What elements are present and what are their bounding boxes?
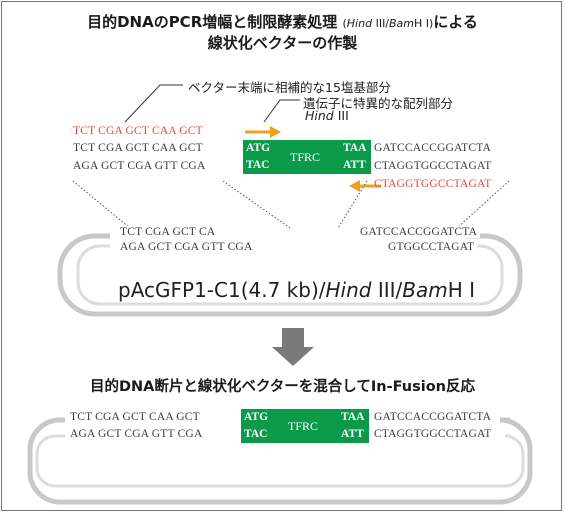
specific-leader-line: [263, 99, 300, 123]
result-stop-codon-bottom: ATT: [341, 428, 364, 440]
down-arrow: [272, 328, 314, 366]
linear-vector-loop: [57, 233, 523, 317]
vector-top-left-seq: TCT CGA GCT CA: [117, 226, 219, 238]
hind-iii-label: Hind III: [305, 108, 349, 123]
gene-specific-label: 遺伝子に特異的な配列部分: [303, 96, 454, 111]
tfrc-gene-insert: ATG TAC TFRC TAA ATT: [243, 140, 371, 174]
result-tfrc-gene-insert: ATG TAC TFRC TAA ATT: [241, 409, 369, 443]
plasmid-name: pAcGFP1-C1(4.7 kb)/Hind III/BamH I: [118, 278, 476, 302]
result-top-right-seq: GATCCACCGGATCTA: [372, 411, 494, 423]
gene-name: TFRC: [290, 150, 321, 164]
linear-vector-loop-inner: [76, 244, 504, 306]
pcr-top-right-seq: GATCCACCGGATCTA: [374, 142, 492, 154]
reverse-primer-arrow: [349, 180, 381, 192]
result-top-left-seq: TCT CGA GCT CAA GCT: [68, 411, 202, 423]
result-circle-loop: [27, 417, 533, 505]
overlap-leader-line: [124, 84, 183, 123]
forward-primer-arrow: [245, 126, 281, 138]
result-bottom-right-seq: CTAGGTGGCCTAGAT: [372, 428, 494, 440]
reverse-primer-overhang: CTAGGTGGCCTAGAT: [374, 178, 492, 190]
stop-codon-top: TAA: [343, 142, 367, 154]
stop-codon-bottom: ATT: [343, 159, 366, 171]
diagram-title-line2: 線状化ベクターの作製: [207, 34, 358, 52]
start-codon-top: ATG: [246, 142, 271, 154]
overlap-15-label: ベクター末端に相補的な15塩基部分: [188, 80, 391, 95]
vector-bottom-right-seq: GTGGCCTAGAT: [385, 241, 478, 253]
guide-line-4: [456, 180, 510, 229]
in-fusion-step-title: 目的DNA断片と線状化ベクターを混合してIn-Fusion反応: [89, 379, 475, 395]
vector-bottom-left-seq: AGA GCT CGA GTT CGA: [117, 241, 256, 253]
guide-line-3: [337, 180, 368, 229]
guide-line-2: [222, 180, 291, 229]
result-start-codon-bottom: TAC: [244, 428, 268, 440]
pcr-bottom-left-seq: AGA GCT CGA GTT CGA: [73, 160, 206, 172]
result-gene-name: TFRC: [288, 419, 319, 433]
result-stop-codon-top: TAA: [341, 411, 365, 423]
start-codon-bottom: TAC: [246, 159, 270, 171]
pcr-top-left-seq: TCT CGA GCT CAA GCT: [73, 142, 203, 154]
guide-line-1: [72, 180, 131, 229]
vector-top-right-seq: GATCCACCGGATCTA: [357, 226, 481, 238]
result-circle-loop-inner: [35, 434, 525, 488]
result-bottom-left-seq: AGA GCT CGA GTT CGA: [68, 428, 205, 440]
diagram-title-line1: 目的DNAのPCR増幅と制限酵素処理 (Hind III/BamH I)による: [87, 13, 478, 31]
pcr-bottom-right-seq: CTAGGTGGCCTAGAT: [374, 160, 492, 172]
forward-primer-overhang: TCT CGA GCT CAA GCT: [73, 125, 203, 137]
result-start-codon-top: ATG: [244, 411, 269, 423]
